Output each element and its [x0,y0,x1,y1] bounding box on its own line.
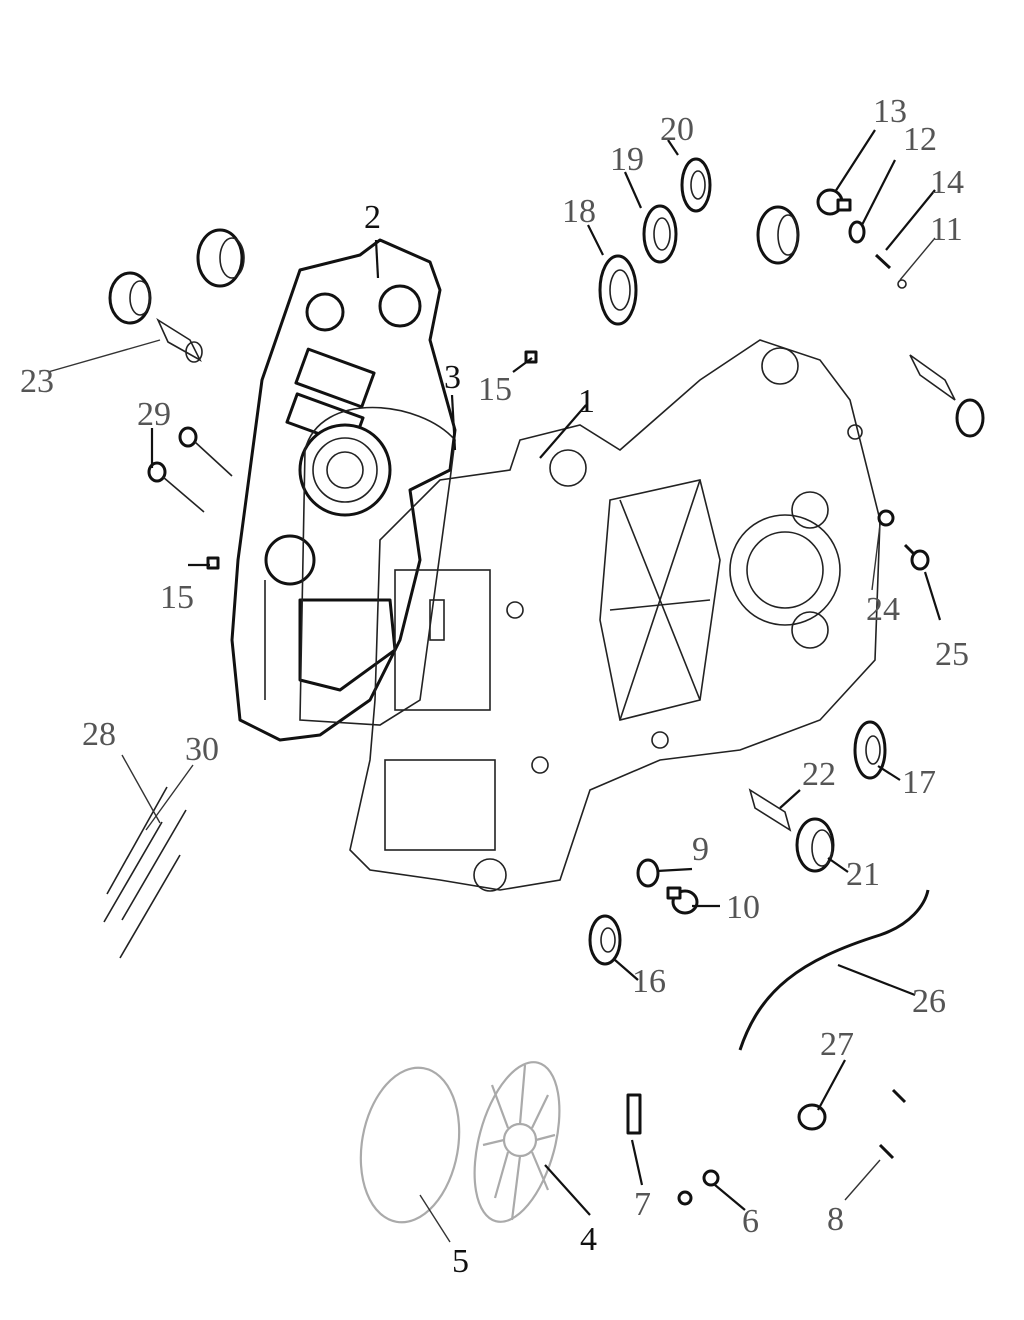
label-5: 5 [452,1243,469,1280]
label-16: 16 [632,963,666,1000]
studs-28-30 [103,786,187,959]
ball-11 [897,279,907,289]
label-7: 7 [634,1186,651,1223]
label-15-upper: 15 [478,371,512,408]
dowel-pin-upper-right [909,354,956,401]
label-29: 29 [137,396,171,433]
label-6: 6 [742,1203,759,1240]
oil-seal-16 [588,914,622,966]
dowel-pin-22 [748,788,792,832]
left-crankcase-half [230,238,457,742]
filter-screen-4 [473,1061,561,1223]
oil-seal-17 [853,720,887,780]
label-11: 11 [930,211,963,248]
label-1: 1 [578,383,595,420]
label-19: 19 [610,141,644,178]
label-28: 28 [82,716,116,753]
bushing-far-right [955,398,985,438]
bearing-20 [680,157,712,213]
gasket-part-3 [299,406,456,726]
label-8: 8 [827,1201,844,1238]
plug-7 [626,1093,642,1135]
bolt-8 [878,1143,895,1160]
washer-6-small [677,1190,693,1206]
dowel-pin-23 [156,317,203,363]
label-9: 9 [692,831,709,868]
label-30: 30 [185,731,219,768]
label-10: 10 [726,889,760,926]
label-22: 22 [802,756,836,793]
dowel-15-lower [206,556,220,570]
washer-12 [848,220,866,244]
label-15-lower: 15 [160,579,194,616]
washer-6 [702,1169,720,1187]
o-ring-5 [359,1066,461,1224]
dowel-15-upper [524,350,538,364]
label-23: 23 [20,363,54,400]
label-4: 4 [580,1221,597,1258]
label-26: 26 [912,983,946,1020]
washer-24 [877,509,895,527]
label-17: 17 [902,764,936,801]
hose-26 [738,889,930,1051]
label-25: 25 [935,636,969,673]
bearing-18 [598,254,638,326]
label-27: 27 [820,1026,854,1063]
bolt-29-upper [178,426,233,477]
label-14: 14 [930,164,964,201]
right-crankcase-half [349,339,881,892]
leader-lines [47,129,942,1243]
bolt-29 [147,461,205,513]
bushing-upper-right [756,205,800,265]
bolt-25 [903,543,930,571]
label-12: 12 [903,121,937,158]
bolt-10 [666,886,699,915]
label-13: 13 [873,93,907,130]
label-3: 3 [444,359,461,396]
label-18: 18 [562,193,596,230]
label-2: 2 [364,199,381,236]
spring-14 [874,253,892,270]
clip-27 [797,1103,827,1131]
label-24: 24 [866,591,900,628]
callout-labels: 1 2 3 4 5 6 7 8 9 10 11 12 13 14 15 15 1… [20,93,969,1280]
bolt-8-upper [891,1088,907,1104]
label-21: 21 [846,856,880,893]
bushing-21 [795,817,835,873]
bushing-23-collar [108,271,152,325]
label-20: 20 [660,111,694,148]
bushing-top-left [196,228,245,288]
washer-9 [636,858,660,888]
bearing-19 [642,204,678,264]
plug-13 [816,188,852,216]
